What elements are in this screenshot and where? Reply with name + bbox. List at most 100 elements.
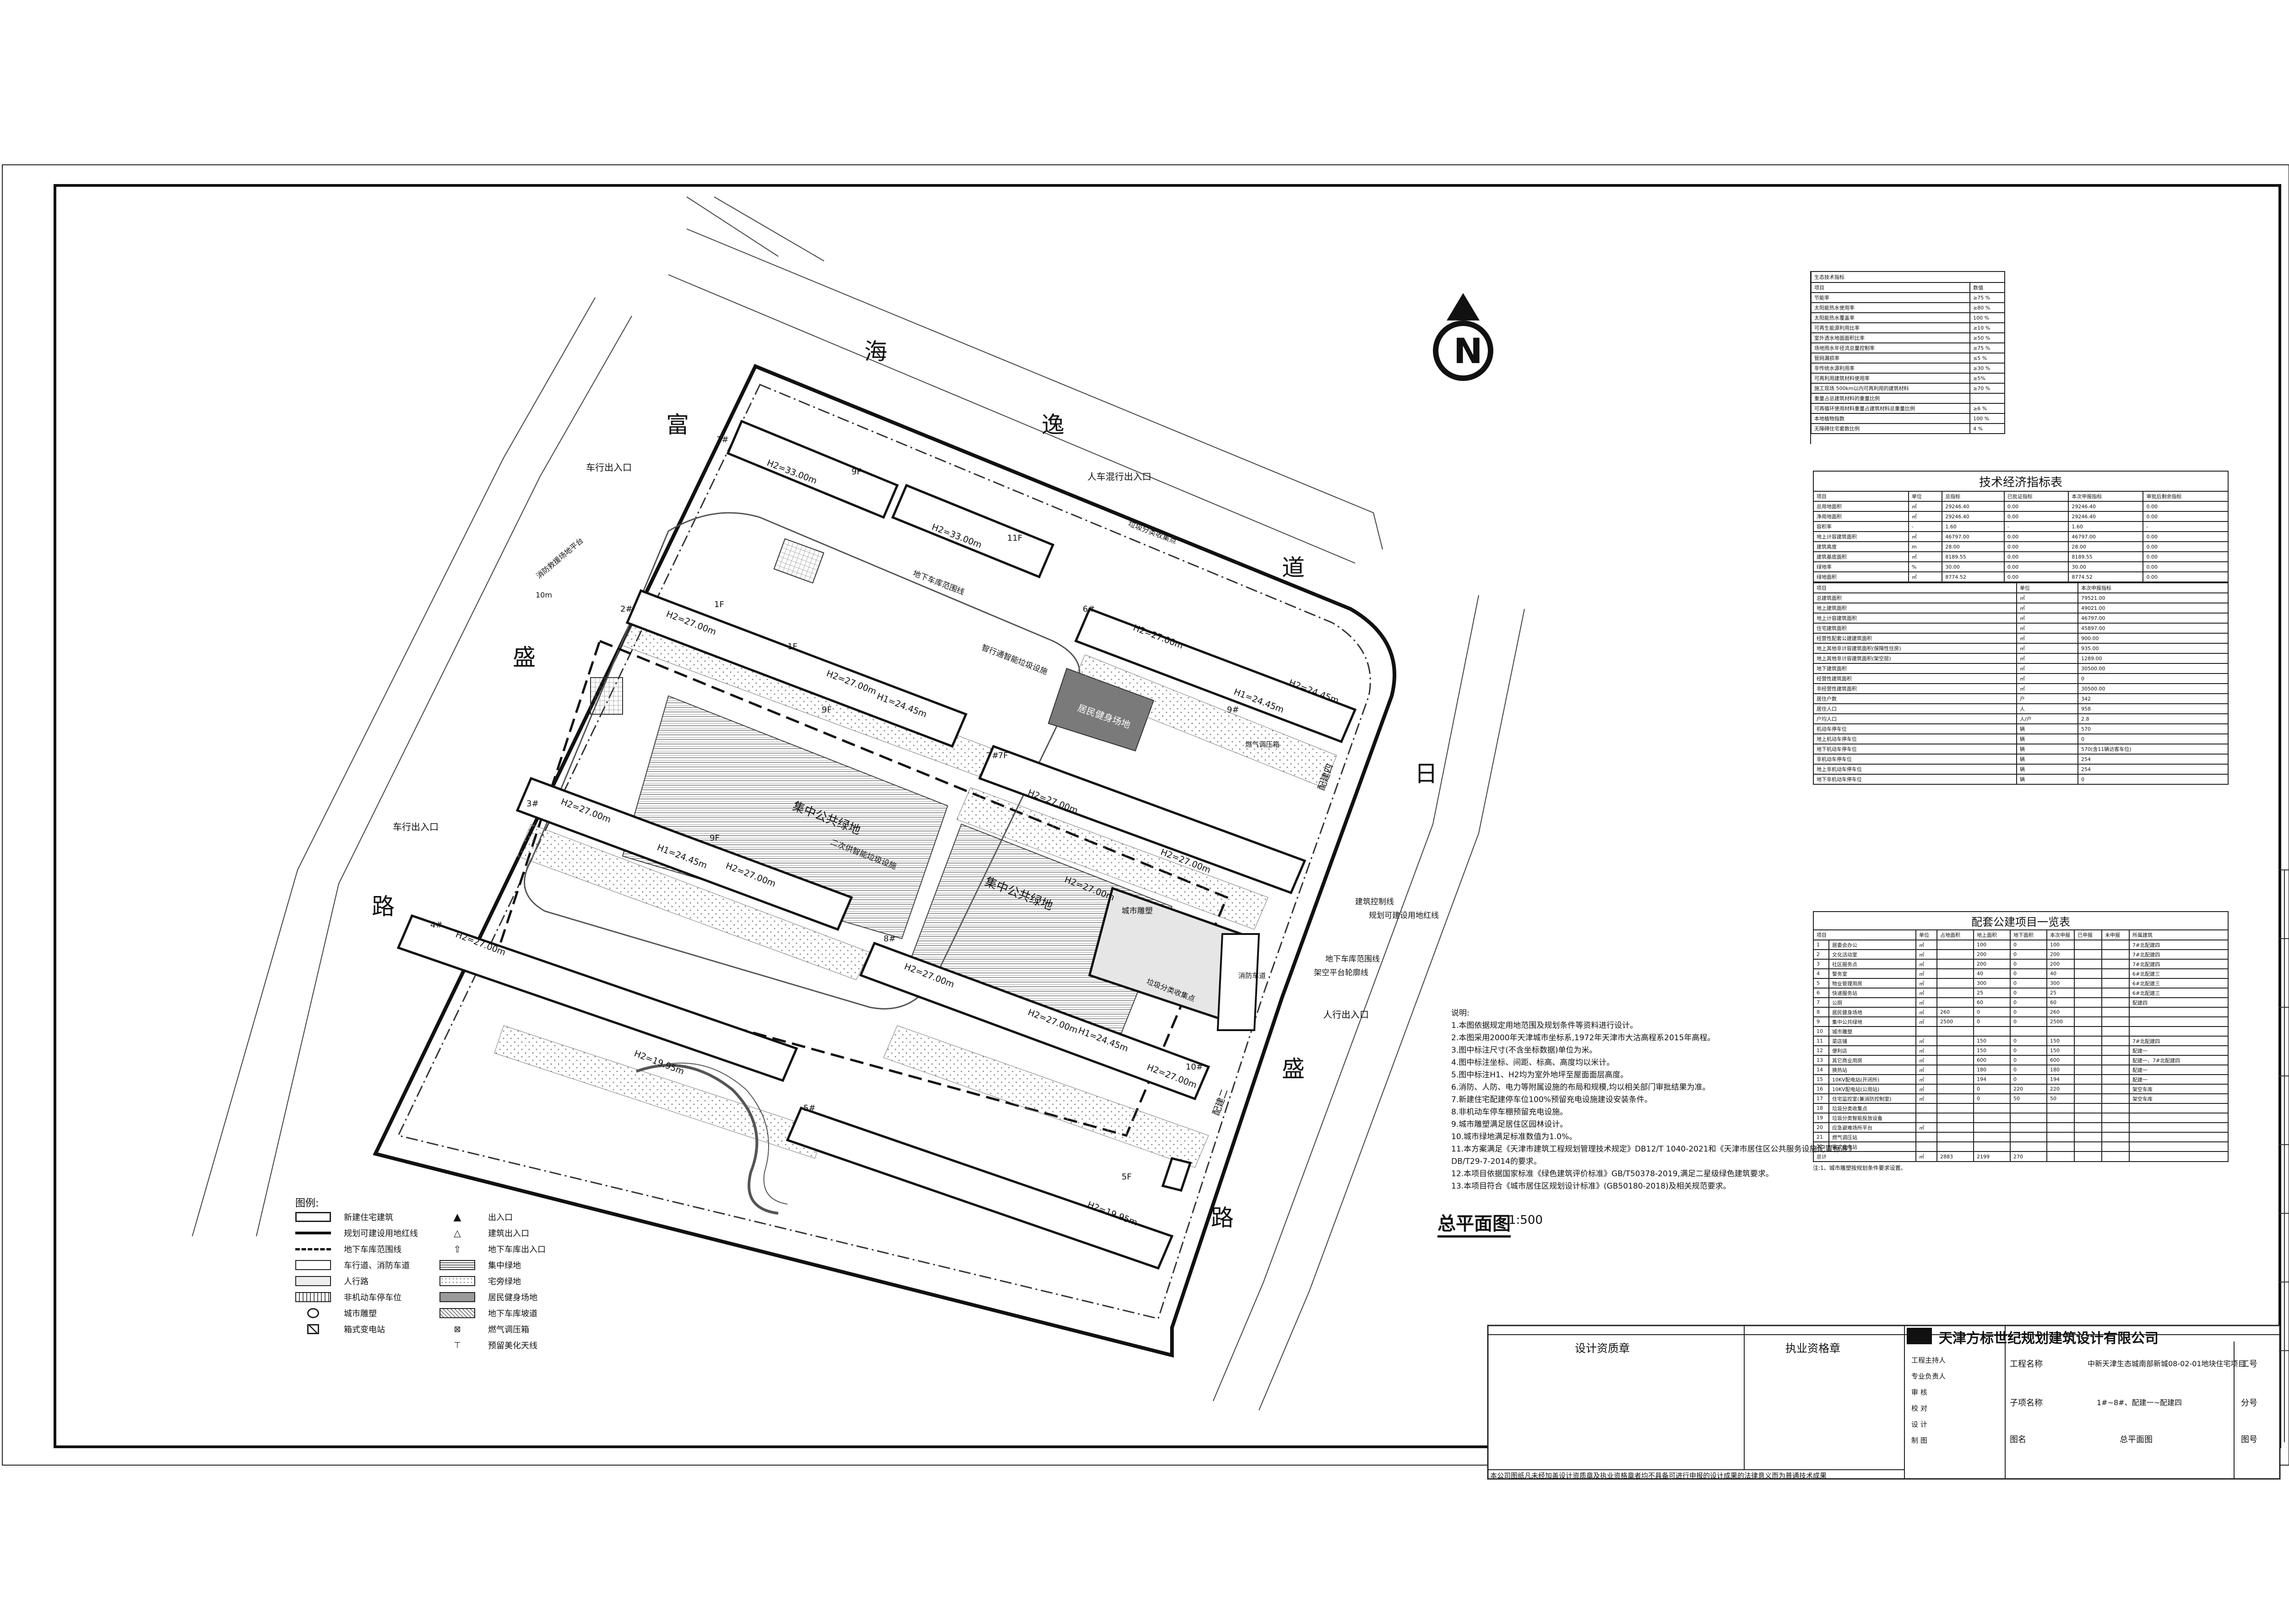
building-no-3: 3# [526, 799, 539, 809]
role-3: 审 核 [1911, 1388, 1927, 1396]
legend-title: 图例: [295, 1198, 319, 1209]
floor-label-9f-c: 9F [710, 833, 720, 843]
legend-item: △建筑出入口 [439, 1227, 529, 1239]
facility-table: 配套公建项目一览表 项目 单位 占地面积 地上面积 地下面积 本次申报 已申报 … [1813, 911, 2229, 1162]
road-east-char-2: 盛 [1282, 1056, 1305, 1082]
antenna-icon: ⊤ [454, 1340, 461, 1350]
item-label: 子项名称 [2010, 1398, 2043, 1408]
substation-block [1216, 933, 1260, 1031]
road-north-char-1: 海 [864, 338, 887, 365]
floor-label-9f-b: 9F [822, 705, 832, 715]
title-block-frame [1487, 1325, 2281, 1480]
role-5: 设 计 [1911, 1420, 1927, 1428]
build-control-label: 建筑控制线 [1355, 897, 1394, 907]
building-no-4: 4# [430, 920, 443, 930]
sheet-outer-border [2, 164, 2289, 1466]
building-no-9: 9# [1227, 705, 1239, 715]
project-name: 中新天津生态城南部新城08-02-01地块住宅项目 [2088, 1359, 2246, 1368]
legend-item: 新建住宅建筑 [295, 1211, 393, 1223]
building-no-8: 8# [884, 934, 896, 944]
legend-item: 车行道、消防车道 [295, 1259, 410, 1271]
mixed-entry-label: 人车混行出入口 [1087, 471, 1151, 482]
legend-item: 集中绿地 [439, 1259, 521, 1271]
item-name: 1#~8#、配建一~配建四 [2097, 1398, 2182, 1407]
license-seal-label: 执业资格章 [1785, 1342, 1840, 1355]
facility-table-title: 配套公建项目一览表 [1813, 911, 2229, 930]
basement-line-swatch-icon [295, 1248, 331, 1250]
floor-label-1f-a: 1F [714, 600, 724, 609]
road-north-char-3: 道 [1282, 554, 1305, 581]
central-green-swatch-icon [439, 1260, 475, 1270]
north-label: N [1454, 331, 1483, 371]
floor-label-11f: 11F [1007, 533, 1023, 543]
drawing-title: 总平面图 [1437, 1209, 1511, 1238]
legend-item: 居民健身场地 [439, 1291, 537, 1303]
drawing-name: 总平面图 [2120, 1435, 2153, 1445]
design-notes: 说明: 1.本图依据规定用地范围及规划条件等资料进行设计。 2.本图采用2000… [1451, 1009, 1856, 1191]
road-east-char-3: 路 [1211, 1205, 1234, 1231]
legend-item: 城市雕塑 [295, 1307, 377, 1319]
facility-table-wrap: 配套公建项目一览表 项目 单位 占地面积 地上面积 地下面积 本次申报 已申报 … [1813, 911, 2229, 1172]
red-line-swatch-icon [295, 1232, 331, 1234]
winding-path [635, 1064, 779, 1215]
legend-item: 非机动车停车位 [295, 1291, 401, 1303]
drawing-label: 图名 [2010, 1435, 2026, 1445]
building-no-10: 10# [1186, 1062, 1203, 1072]
floor-label-7f: 7F [998, 751, 1008, 760]
legend-item: ⇧地下车库出入口 [439, 1243, 546, 1255]
floor-label-1f-b: 1F [787, 642, 797, 652]
role-1: 工程主持人 [1911, 1356, 1946, 1364]
legend-item: 箱式变电站 [295, 1323, 385, 1335]
project-label: 工程名称 [2010, 1359, 2043, 1369]
roof-line-label: 架空平台轮廓线 [1314, 968, 1368, 978]
legend-item: 地下车库坡道 [439, 1307, 537, 1319]
legend-item: 宅旁绿地 [439, 1275, 521, 1287]
design-seal-label: 设计资质章 [1575, 1342, 1630, 1355]
floor-label-5f: 5F [1122, 1172, 1132, 1182]
sub-no-label: 分号 [2241, 1398, 2257, 1408]
ramp-swatch-icon [439, 1308, 475, 1318]
roads [192, 196, 1525, 1411]
tech-table-title: 技术经济指标表 [1813, 471, 2229, 492]
sidewalk-swatch-icon [295, 1276, 331, 1286]
sheet-inner-border [54, 184, 2281, 1448]
gas-box-icon: ⊠ [454, 1324, 461, 1334]
building-swatch-icon [295, 1212, 331, 1222]
transformer-icon [307, 1324, 319, 1334]
facility-table-note: 注:1、城市雕塑按规划条件要求设置。 [1813, 1165, 1906, 1171]
residential-buildings [396, 419, 1357, 1270]
role-4: 校 对 [1911, 1404, 1927, 1412]
bike-parking-1 [773, 538, 824, 584]
title-disclaimer: 本公司图纸凡未经加盖设计资质章及执业资格章者均不具备可进行申报的设计成果的法律意… [1490, 1472, 1827, 1480]
building-no-1: 1# [716, 435, 729, 445]
sculpture-label: 城市雕塑 [1122, 907, 1153, 916]
legend-item: 规划可建设用地红线 [295, 1227, 418, 1239]
road-swatch-icon [295, 1260, 331, 1270]
road-west-char-3: 路 [372, 893, 395, 920]
building-no-5: 5# [803, 1103, 816, 1113]
legend-item: 人行路 [295, 1275, 369, 1287]
north-arrow-icon [1433, 293, 1493, 381]
sculpture-icon [307, 1308, 319, 1318]
bike-parking-swatch-icon [295, 1292, 331, 1302]
basement-range-label: 地下车库范围线 [1325, 955, 1380, 964]
building-no-2: 2# [620, 604, 633, 614]
bike-parking-2 [590, 677, 623, 715]
ped-entry-label: 人行出入口 [1323, 1009, 1369, 1020]
gas-box-label: 燃气调压箱 [1245, 740, 1280, 749]
firm-name: 天津方标世纪规划建筑设计有限公司 [1939, 1331, 2159, 1347]
entrance-arrow-icon: ▲ [453, 1211, 461, 1223]
fire-platform-width: 10m [536, 591, 552, 599]
firm-logo-icon [1907, 1328, 1932, 1344]
legend-item: 地下车库范围线 [295, 1243, 401, 1255]
legend-item: ▲出入口 [439, 1211, 513, 1223]
road-east-char-1: 日 [1415, 760, 1437, 787]
garage-entry-icon: ⇧ [453, 1244, 461, 1255]
building-entry-icon: △ [454, 1228, 461, 1238]
fire-truck-label: 消防车道 [1238, 972, 1266, 980]
yard-green-swatch-icon [439, 1276, 475, 1286]
winding-path-2 [654, 1062, 788, 1205]
floor-label-9f-a: 9F [852, 467, 862, 477]
yard-green [494, 613, 1337, 1168]
